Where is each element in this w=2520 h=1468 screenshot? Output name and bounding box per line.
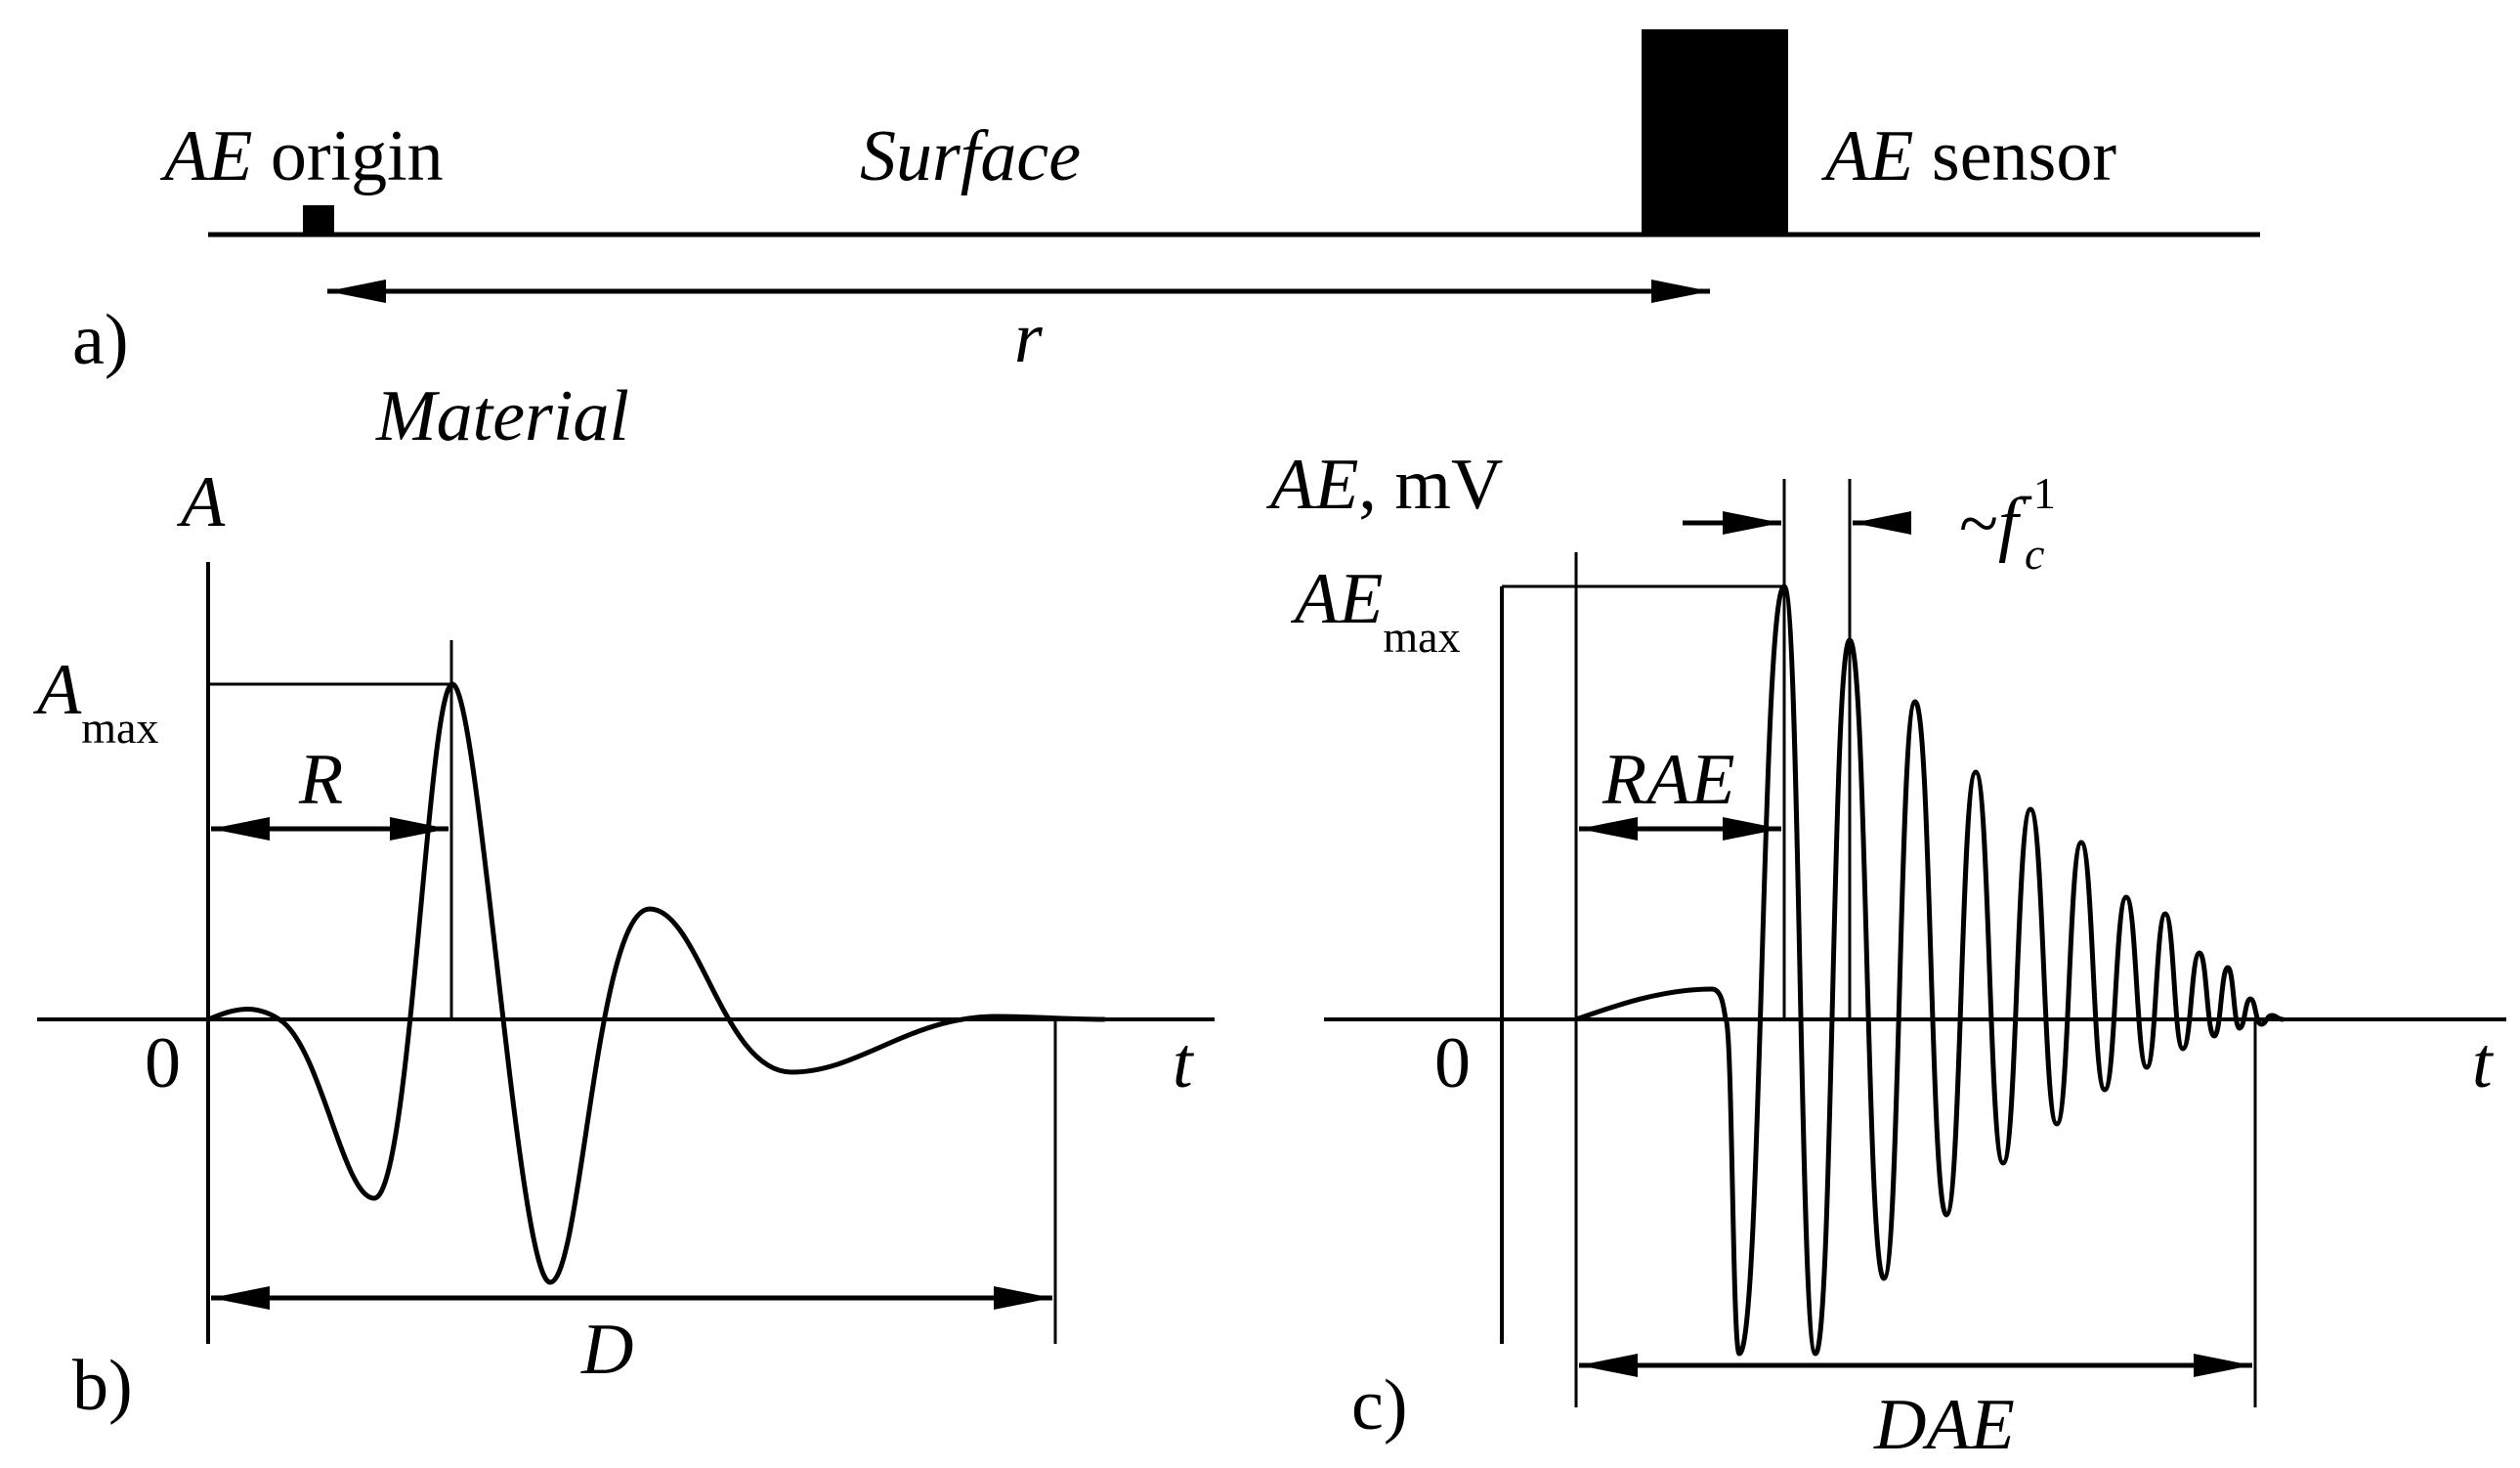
b-amax-label: Amax — [32, 650, 158, 753]
distance-label: r — [1014, 298, 1044, 378]
c-t-axis-label: t — [2472, 1023, 2495, 1103]
ae-origin-label: AE origin — [159, 116, 444, 196]
surface-label: Surface — [860, 116, 1081, 196]
material-label: Material — [375, 376, 629, 456]
panel-a-letter: a) — [72, 300, 129, 380]
b-y-axis-label: A — [176, 462, 226, 542]
c-y-axis-label: AE, mV — [1265, 445, 1503, 525]
panel-c-letter: c) — [1351, 1365, 1408, 1446]
b-duration-label: D — [580, 1310, 633, 1390]
panel-b: A 0 t Amax R D b) — [32, 462, 1215, 1426]
b-signal-waveform — [205, 681, 1107, 1285]
b-t-axis-label: t — [1173, 1023, 1195, 1103]
ae-sensor-label: AE sensor — [1820, 116, 2116, 196]
c-aemax-label: AEmax — [1290, 559, 1461, 662]
panel-a: AE origin Surface AE sensor r a) Materia… — [72, 29, 2260, 456]
ae-sensor-block — [1642, 29, 1788, 235]
panel-b-letter: b) — [72, 1346, 133, 1426]
c-signal-waveform — [1573, 583, 2285, 1357]
c-rise-time-label: RAE — [1602, 740, 1735, 820]
ae-origin-marker — [303, 205, 334, 235]
c-zero-label: 0 — [1434, 1023, 1471, 1103]
c-duration-label: DAE — [1873, 1385, 2015, 1465]
b-rise-time-label: R — [298, 740, 343, 820]
b-zero-label: 0 — [145, 1023, 181, 1103]
